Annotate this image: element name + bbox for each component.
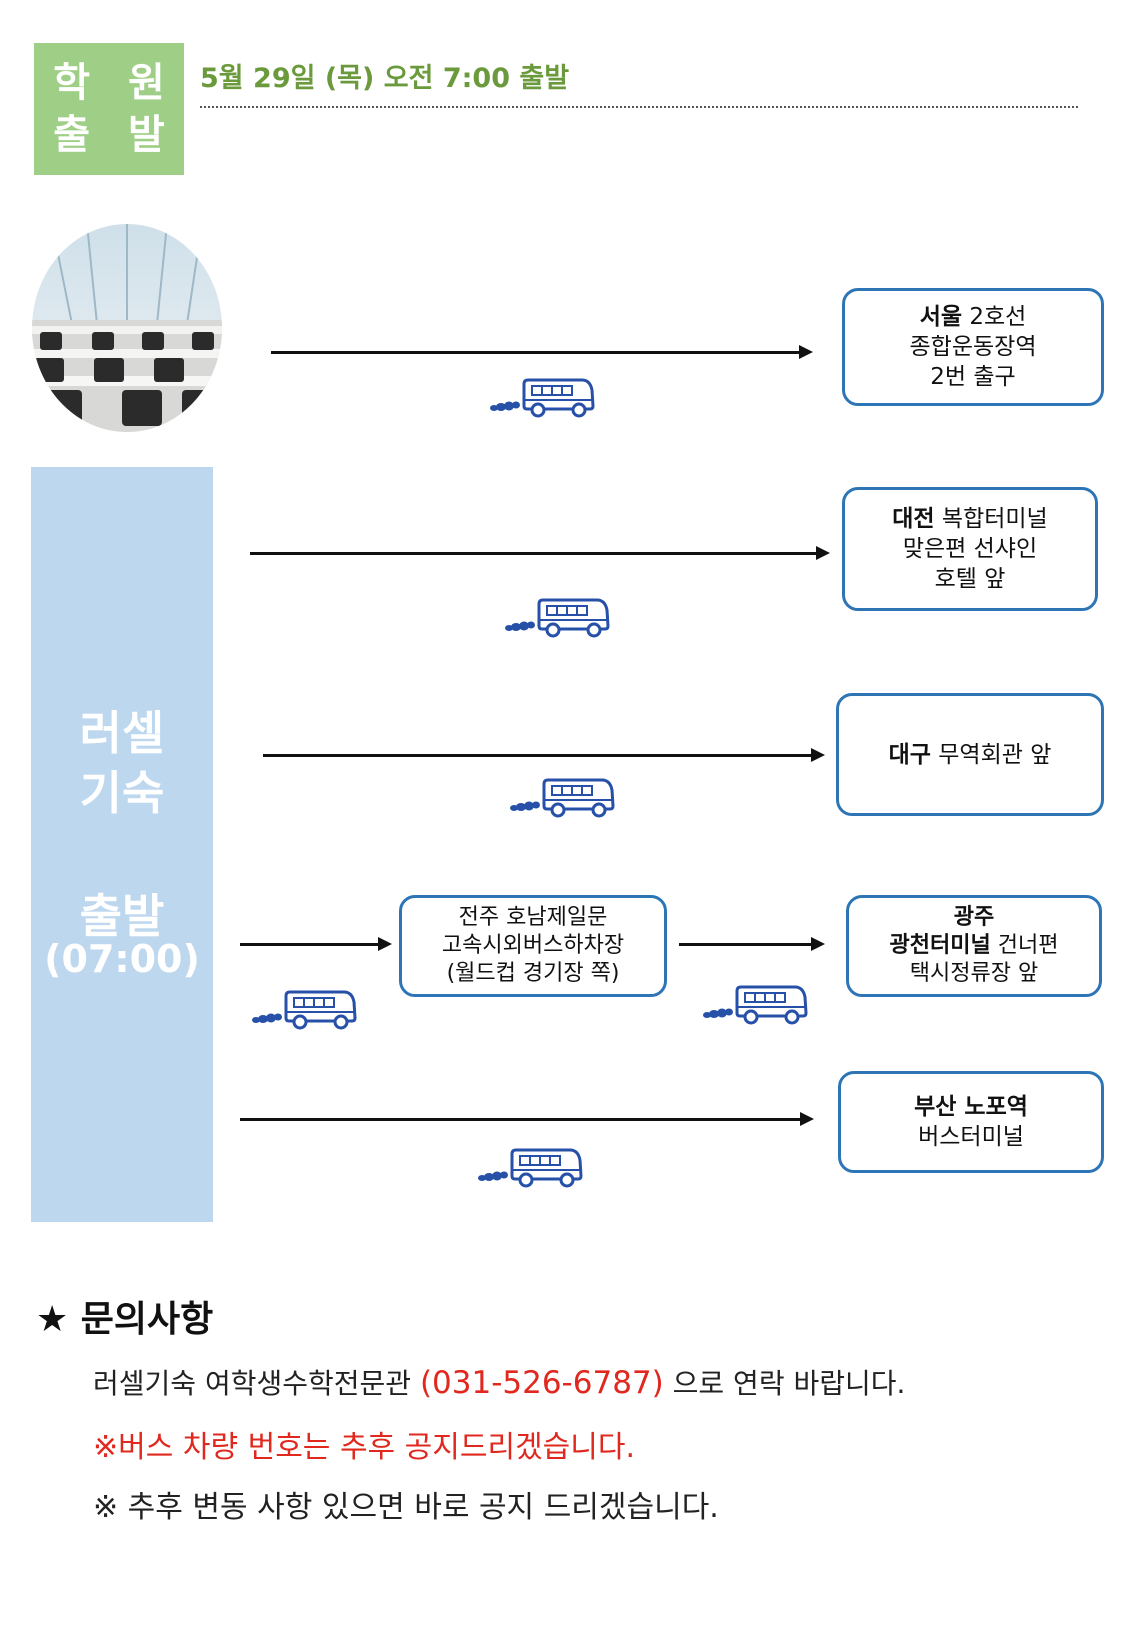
dest-line3: 택시정류장 앞: [909, 961, 1039, 986]
phone-number: (031-526-6787): [419, 1365, 664, 1401]
dest-place: 2호선: [962, 304, 1027, 330]
dest-line2: 종합운동장역: [909, 334, 1037, 360]
destination-busan: 부산 노포역 버스터미널: [838, 1071, 1104, 1173]
bus-icon: [505, 598, 610, 638]
contact-suffix: 으로 연락 바랍니다.: [663, 1367, 906, 1400]
dest-place-bold: 광천터미널: [889, 933, 991, 958]
destination-gwangju: 광주 광천터미널 건너편 택시정류장 앞: [846, 895, 1102, 997]
dest-city: 광주: [953, 905, 995, 930]
change-notice: ※ 추후 변동 사항 있으면 바로 공지 드리겠습니다.: [93, 1490, 719, 1525]
column-line1: 러셀: [79, 706, 165, 760]
dest-place: 복합터미널: [934, 506, 1048, 532]
dest-line2: 버스터미널: [918, 1124, 1024, 1150]
label-line1: 학 원: [53, 60, 177, 106]
departure-datetime: 5월 29일 (목) 오전 7:00 출발: [200, 63, 570, 94]
route-arrow-jeonju: [240, 937, 392, 951]
route-arrow-daejeon: [250, 546, 830, 560]
dest-place: 건너편: [990, 933, 1059, 958]
dest-city: 서울: [919, 304, 963, 330]
dest-line3: 2번 출구: [930, 364, 1016, 390]
dest-city: 대구: [888, 741, 931, 768]
dest-line3: (월드컵 경기장 쪽): [446, 961, 620, 986]
dormitory-departure-column: 러셀 기숙 출발 (07:00): [31, 467, 213, 1222]
dest-line3: 호텔 앞: [934, 566, 1006, 592]
label-line2: 출 발: [53, 112, 177, 158]
dest-place: 무역회관 앞: [930, 741, 1052, 768]
dest-city: 대전: [892, 506, 935, 532]
bus-icon: [490, 378, 595, 418]
dest-line1: 전주 호남제일문: [458, 905, 608, 930]
inquiry-contact: 러셀기숙 여학생수학전문관 (031-526-6787) 으로 연락 바랍니다.: [93, 1362, 905, 1402]
column-line4: (07:00): [44, 937, 200, 981]
inquiry-title: ★ 문의사항: [36, 1299, 214, 1340]
destination-daegu: 대구 무역회관 앞: [836, 693, 1104, 816]
study-room-photo: [32, 224, 222, 432]
bus-number-notice: ※버스 차량 번호는 추후 공지드리겠습니다.: [93, 1430, 636, 1465]
dest-line2: 고속시외버스하차장: [441, 933, 625, 958]
bus-icon: [703, 985, 808, 1025]
dest-city: 부산 노포역: [914, 1094, 1028, 1120]
bus-icon: [510, 778, 615, 818]
route-arrow-busan: [240, 1112, 814, 1126]
column-line3: 출발: [79, 889, 165, 943]
bus-icon: [478, 1148, 583, 1188]
contact-prefix: 러셀기숙 여학생수학전문관: [93, 1367, 420, 1400]
column-line2: 기숙: [79, 766, 165, 820]
route-arrow-seoul: [271, 345, 813, 359]
destination-daejeon: 대전 복합터미널 맞은편 선샤인 호텔 앞: [842, 487, 1098, 611]
destination-seoul: 서울 2호선 종합운동장역 2번 출구: [842, 288, 1104, 406]
academy-departure-label: 학 원 출 발: [34, 43, 184, 175]
destination-jeonju: 전주 호남제일문 고속시외버스하차장 (월드컵 경기장 쪽): [399, 895, 667, 997]
dotted-divider: [200, 106, 1078, 108]
dest-line2: 맞은편 선샤인: [902, 536, 1038, 562]
route-arrow-daegu: [263, 748, 825, 762]
bus-icon: [252, 990, 357, 1030]
route-arrow-gwangju: [679, 937, 825, 951]
